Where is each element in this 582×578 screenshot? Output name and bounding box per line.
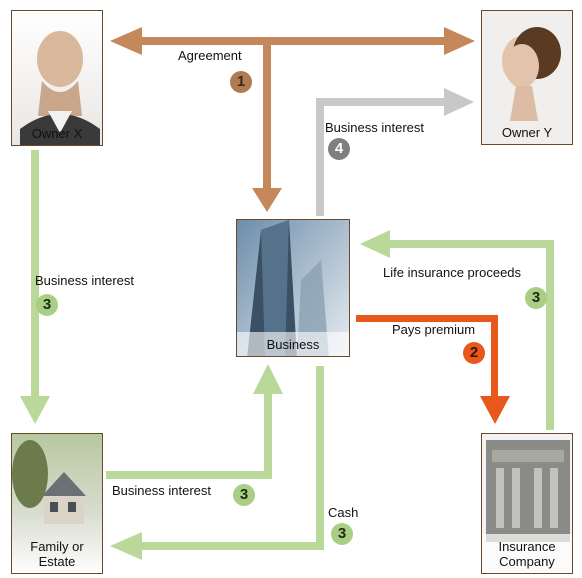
business-label: Business	[266, 337, 320, 352]
owner-x-label: Owner X	[31, 126, 83, 141]
owner-x-box: Owner X	[11, 10, 103, 146]
agreement-label: Agreement	[178, 48, 242, 63]
business-box: Business	[236, 219, 350, 357]
business-building-image	[237, 220, 349, 356]
owner-y-label: Owner Y	[501, 125, 553, 140]
cash-label: Cash	[328, 505, 359, 520]
pays-premium-label: Pays premium	[392, 322, 476, 337]
business-interest-owner-x-arrow	[20, 150, 50, 424]
cash-arrow	[110, 366, 324, 560]
pays-premium-arrow	[356, 315, 510, 424]
insurance-label-line2: Company	[499, 554, 555, 569]
owner-y-box: Owner Y	[481, 10, 573, 145]
life-insurance-proceeds-label: Life insurance proceeds	[383, 265, 522, 280]
business-interest-owner-y-label: Business interest	[325, 120, 424, 135]
step-3-badge-insurance: 3	[525, 287, 547, 309]
family-or-estate-box: Family or Estate	[11, 433, 103, 574]
insurance-company-label: Insurance Company	[482, 539, 572, 569]
business-interest-family-label: Business interest	[112, 483, 211, 498]
insurance-label-line1: Insurance	[498, 539, 556, 554]
family-label-line2: Estate	[38, 554, 76, 569]
insurance-building-image	[482, 434, 572, 573]
business-interest-family-arrow	[106, 364, 283, 479]
step-1-badge: 1	[230, 71, 252, 93]
family-label-line1: Family or	[30, 539, 84, 554]
life-insurance-proceeds-arrow	[360, 230, 554, 430]
business-interest-owner-y-arrow	[316, 88, 474, 216]
family-house-image	[12, 434, 102, 573]
business-interest-owner-x-label: Business interest	[35, 273, 134, 288]
step-3-badge-owner-x: 3	[36, 294, 58, 316]
step-2-badge: 2	[463, 342, 485, 364]
step-4-badge: 4	[328, 138, 350, 160]
family-or-estate-label: Family or Estate	[12, 539, 102, 569]
owner-x-portrait-image	[12, 11, 102, 145]
step-3-badge-family: 3	[233, 484, 255, 506]
agreement-arrow	[110, 27, 475, 212]
owner-y-portrait-image	[482, 11, 572, 144]
step-3-badge-cash: 3	[331, 523, 353, 545]
insurance-company-box: Insurance Company	[481, 433, 573, 574]
